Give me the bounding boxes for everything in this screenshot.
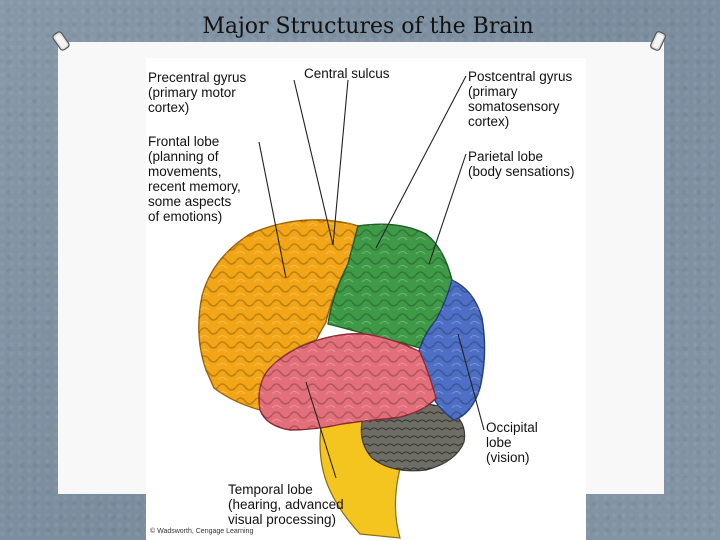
label-temporal-lobe: Temporal lobe (hearing, advanced visual …: [228, 482, 344, 527]
label-parietal-lobe: Parietal lobe (body sensations): [468, 149, 575, 179]
brain-diagram: [198, 75, 486, 539]
pushpin-icon: [650, 31, 666, 51]
brain-figure: Precentral gyrus (primary motor cortex) …: [146, 58, 586, 540]
label-central-sulcus: Central sulcus: [304, 66, 390, 81]
label-postcentral-gyrus: Postcentral gyrus (primary somatosensory…: [468, 69, 573, 129]
label-precentral-gyrus: Precentral gyrus (primary motor cortex): [148, 70, 247, 115]
slide-title: Major Structures of the Brain: [202, 14, 534, 39]
image-credit: © Wadsworth, Cengage Learning: [150, 528, 254, 535]
pushpin-icon: [52, 31, 70, 51]
label-frontal-lobe: Frontal lobe (planning of movements, rec…: [148, 134, 241, 224]
leader-lines: [258, 75, 485, 479]
label-occipital-lobe: Occipital lobe (vision): [486, 420, 538, 465]
